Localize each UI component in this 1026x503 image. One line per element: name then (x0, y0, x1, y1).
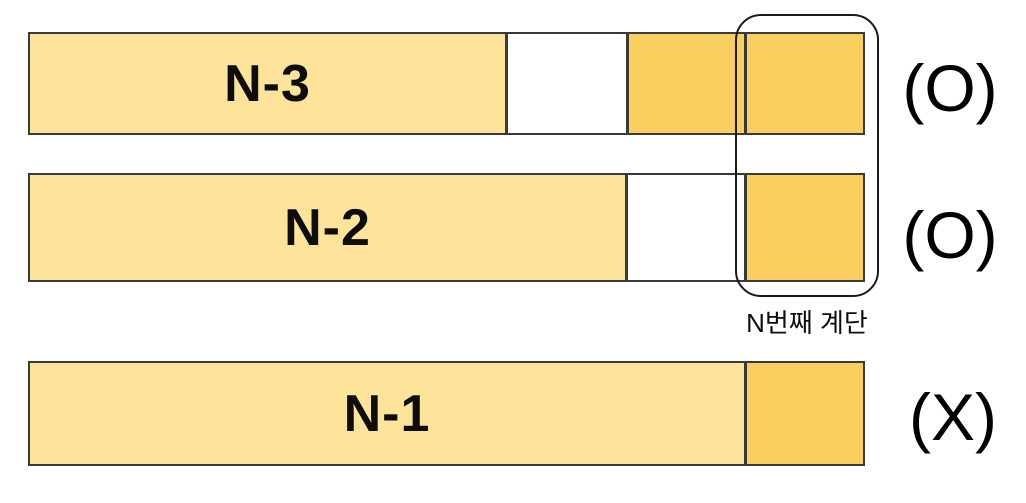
stair-segment-skipped-n2 (625, 175, 744, 280)
stair-segment-base-n3: N-3 (30, 34, 505, 133)
stair-segment-skipped-n3 (505, 34, 626, 133)
bar-label-n2: N-2 (284, 198, 371, 257)
nth-stair-outline (735, 14, 879, 297)
stair-segment-step-before-n (626, 34, 744, 133)
bar-label-n1: N-1 (343, 384, 431, 443)
stair-segment-nth-row2 (744, 175, 863, 280)
stair-bar-n2: N-2 (28, 173, 865, 282)
nth-stair-label: N번째 계단 (746, 308, 868, 338)
stair-segment-base-n2: N-2 (30, 175, 625, 280)
stair-segment-nth-row3 (744, 363, 863, 464)
result-mark-n1: (X) (909, 380, 997, 454)
stair-segment-base-n1: N-1 (30, 363, 744, 464)
stair-bar-n1: N-1 (28, 361, 865, 466)
result-mark-n2: (O) (902, 198, 998, 272)
stair-segment-nth-row1 (744, 34, 863, 133)
result-mark-n3: (O) (902, 51, 998, 125)
stair-bar-n3: N-3 (28, 32, 865, 135)
bar-label-n3: N-3 (224, 54, 311, 113)
